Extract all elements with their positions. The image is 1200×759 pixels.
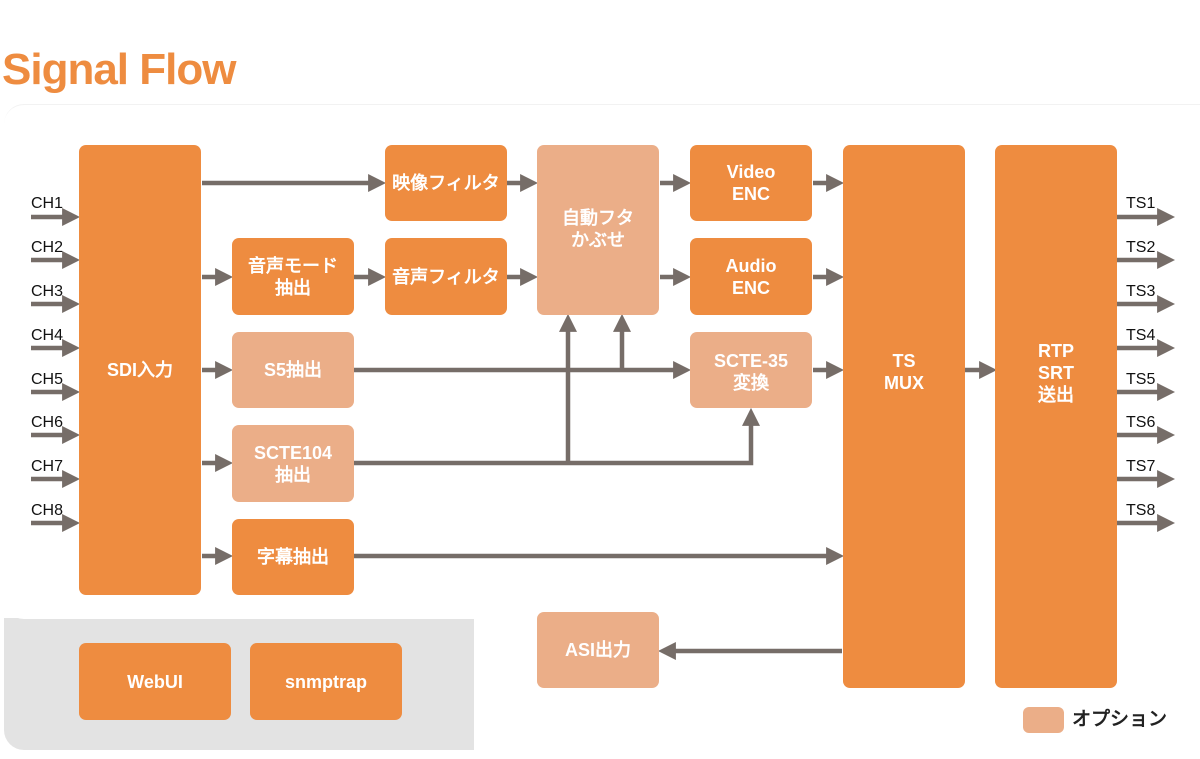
block-snmptrap: snmptrap [250,643,402,720]
input-label-ch7: CH7 [31,458,64,475]
input-label-ch1: CH1 [31,195,64,212]
input-label-ch4: CH4 [31,327,64,344]
block-ts-mux: TS MUX [843,145,965,688]
block-s5-extract: S5抽出 [232,332,354,408]
output-label-ts3: TS3 [1126,283,1156,300]
output-label-ts6: TS6 [1126,414,1156,431]
input-label-ch6: CH6 [31,414,64,431]
block-video-enc: Video ENC [690,145,812,221]
block-audio-filter: 音声フィルタ [385,238,507,315]
arrow-scte104-scte35 [354,407,760,466]
output-label-ts8: TS8 [1126,502,1156,519]
output-label-ts2: TS2 [1126,239,1156,256]
block-scte104-extract: SCTE104 抽出 [232,425,354,502]
block-audio-mode-extract: 音声モード 抽出 [232,238,354,315]
block-webui: WebUI [79,643,231,720]
input-label-ch5: CH5 [31,371,64,388]
legend-option-label: オプション [1072,709,1168,730]
input-label-ch3: CH3 [31,283,64,300]
legend-option-swatch [1023,707,1064,733]
block-auto-cover: 自動フタ かぶせ [537,145,659,315]
block-rtp-srt-send: RTP SRT 送出 [995,145,1117,688]
block-scte35-convert: SCTE-35 変換 [690,332,812,408]
page-title: Signal Flow [2,45,236,94]
input-label-ch2: CH2 [31,239,64,256]
block-video-filter: 映像フィルタ [385,145,507,221]
block-caption-extract: 字幕抽出 [232,519,354,595]
input-label-ch8: CH8 [31,502,64,519]
output-label-ts4: TS4 [1126,327,1156,344]
block-audio-enc: Audio ENC [690,238,812,315]
block-sdi-input: SDI入力 [79,145,201,595]
output-label-ts1: TS1 [1126,195,1156,212]
output-label-ts5: TS5 [1126,371,1156,388]
output-label-ts7: TS7 [1126,458,1156,475]
block-asi-output: ASI出力 [537,612,659,688]
